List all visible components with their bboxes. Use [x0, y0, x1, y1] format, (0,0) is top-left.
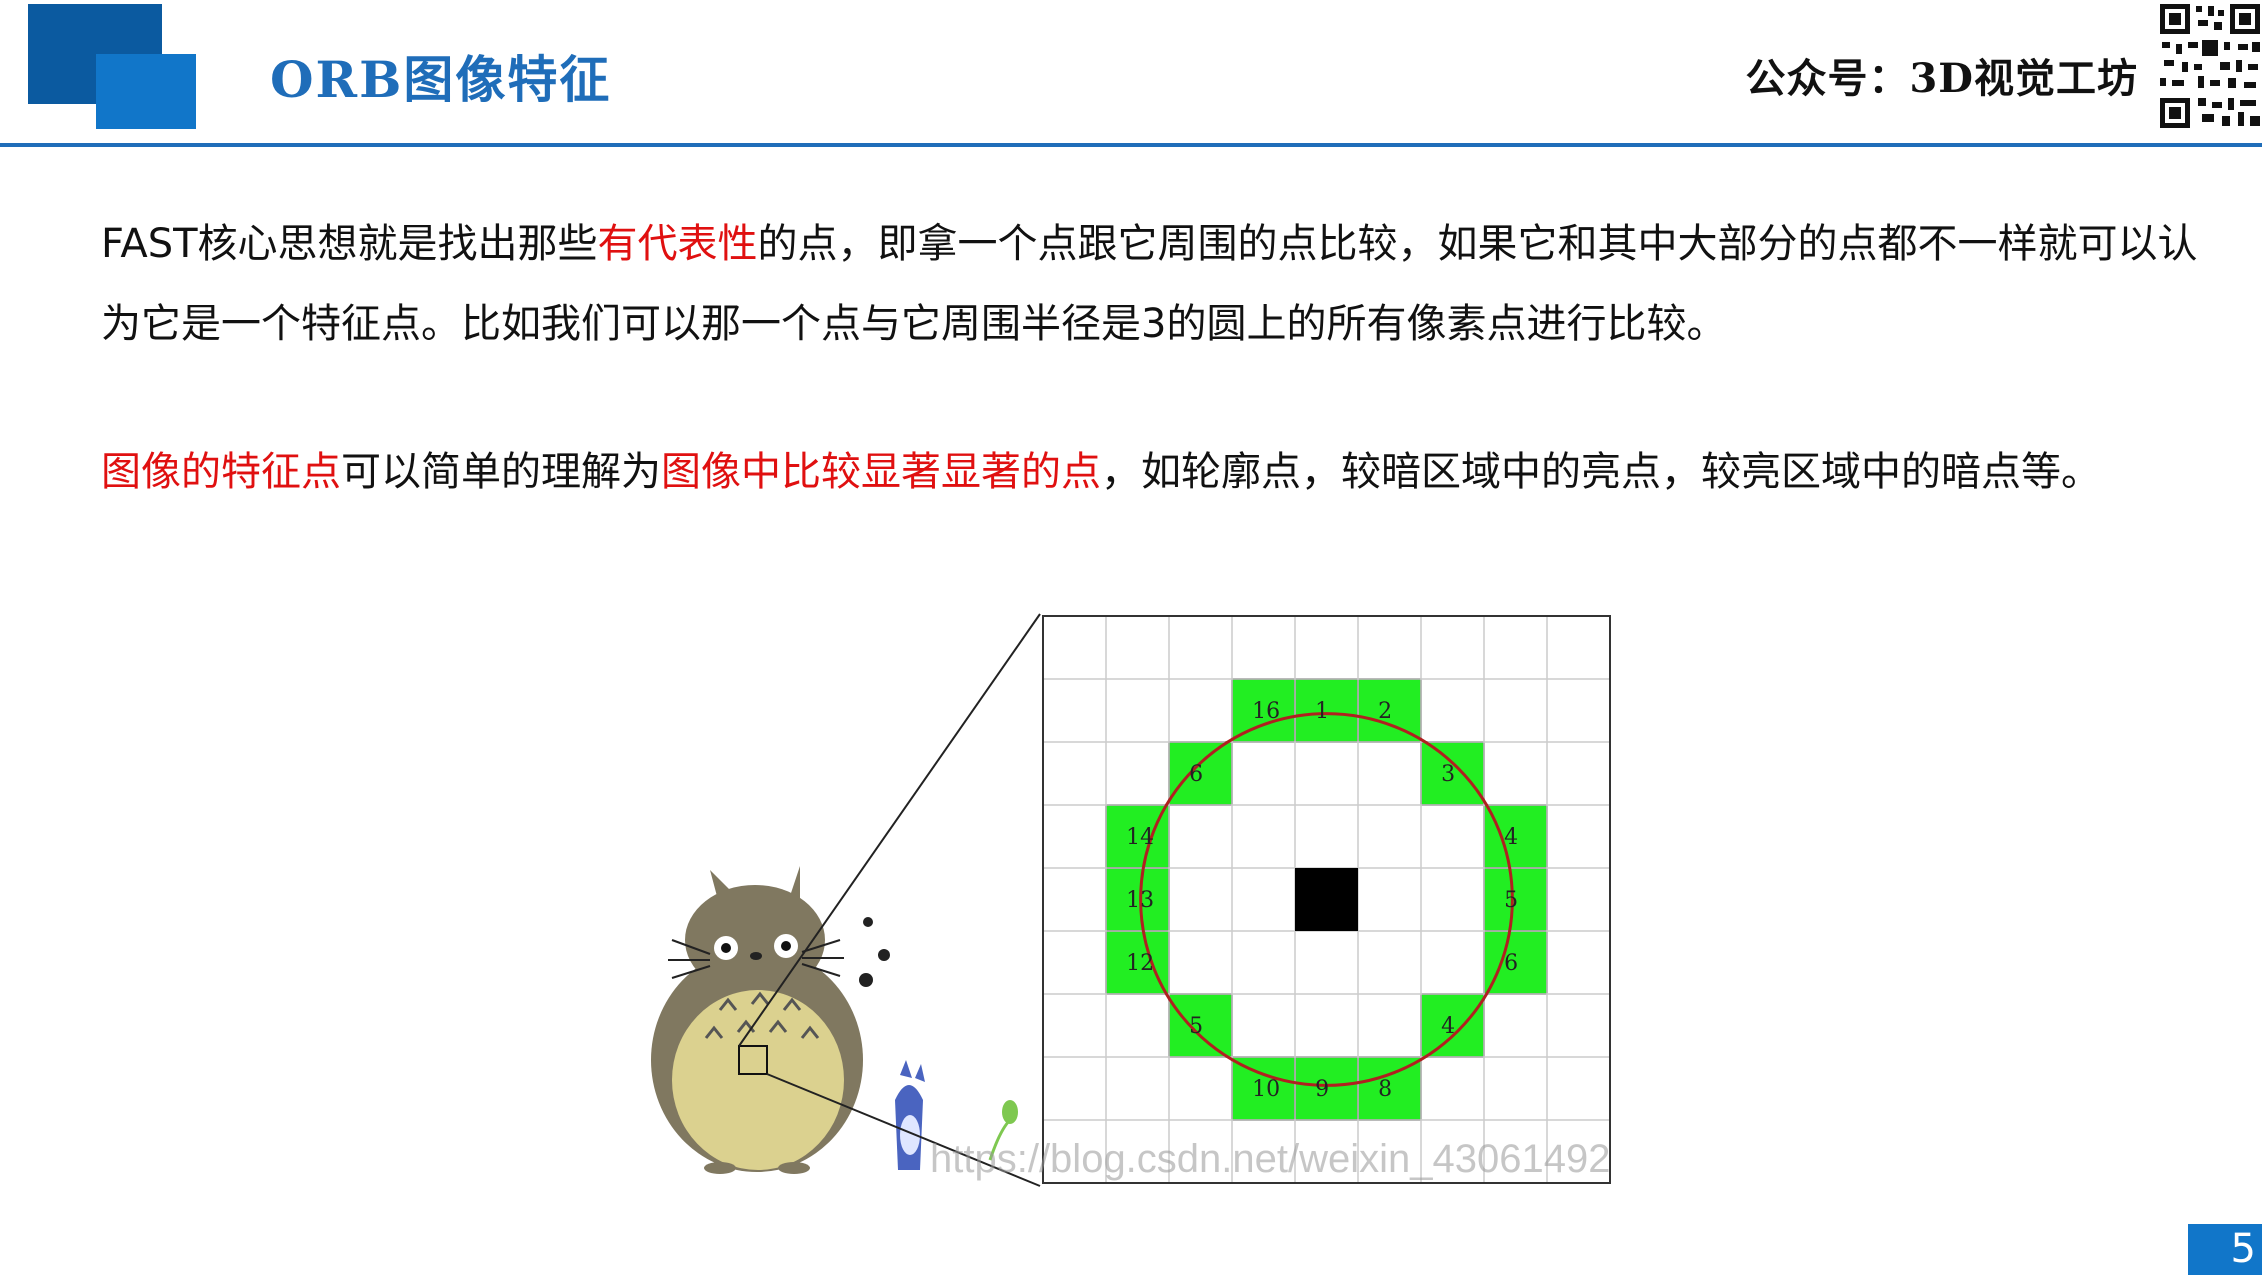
paragraph1-highlight: 有代表性 [597, 221, 758, 267]
pixel-label-11: 6 [1504, 951, 1518, 976]
pixel-label-14: 10 [1252, 1077, 1280, 1102]
pixel-label-13: 4 [1441, 1014, 1455, 1039]
grid-border [1042, 615, 1611, 1184]
paragraph1-text-b: 的点，即拿一个点跟它周围的点比较，如果它和其中大部分的点都不一样就可以认为它是一… [101, 221, 2198, 347]
circle-pixel-10 [1105, 930, 1170, 995]
pixel-label-6: 14 [1126, 825, 1154, 850]
slide-title: ORB图像特征 [270, 50, 612, 109]
zoom-line-top [738, 613, 1041, 1047]
paragraph2-text-b: ，如轮廓点，较暗区域中的亮点，较亮区域中的暗点等。 [1101, 449, 2101, 495]
qr-code-icon [2158, 2, 2262, 130]
pixel-label-8: 13 [1126, 888, 1154, 913]
paragraph2-highlight-b: 图像中比较显著显著的点 [661, 449, 1101, 495]
pixel-label-9: 5 [1504, 888, 1518, 913]
paragraph2-highlight-a: 图像的特征点 [101, 449, 341, 495]
circle-pixel-9 [1483, 867, 1548, 932]
header-divider [0, 143, 2262, 147]
pixel-label-1: 16 [1252, 699, 1280, 724]
circle-pixel-15 [1294, 1056, 1359, 1121]
totoro-illustration [651, 866, 1018, 1174]
pixel-label-4: 6 [1189, 762, 1203, 787]
pixel-label-5: 3 [1441, 762, 1455, 787]
circle-pixel-3 [1357, 678, 1422, 743]
paragraph2-text-a: 可以简单的理解为 [341, 449, 661, 495]
pixel-label-7: 4 [1504, 825, 1518, 850]
wechat-account-label: 公众号：3D视觉工坊 [1745, 55, 2138, 102]
pixel-label-3: 2 [1378, 699, 1392, 724]
pixel-label-10: 12 [1126, 951, 1154, 976]
paragraph1-text-a: FAST核心思想就是找出那些 [101, 221, 598, 267]
paragraph-fast-core-idea: FAST核心思想就是找出那些有代表性的点，即拿一个点跟它周围的点比较，如果它和其… [101, 204, 2211, 364]
pixel-label-15: 9 [1315, 1077, 1329, 1102]
pixel-label-12: 5 [1189, 1014, 1203, 1039]
radius-3-circle [1139, 712, 1514, 1087]
paragraph-feature-point-definition: 图像的特征点可以简单的理解为图像中比较显著显著的点，如轮廓点，较暗区域中的亮点，… [101, 432, 2211, 512]
image-watermark: https://blog.csdn.net/weixin_43061492 [930, 1137, 1611, 1181]
pixel-label-2: 1 [1315, 699, 1329, 724]
center-pixel [1295, 868, 1358, 931]
page-number: 5 [2188, 1224, 2262, 1275]
logo-block-light [96, 54, 196, 129]
zoom-line-bottom [766, 1073, 1041, 1187]
circle-pixel-11 [1483, 930, 1548, 995]
pixel-label-16: 8 [1378, 1077, 1392, 1102]
